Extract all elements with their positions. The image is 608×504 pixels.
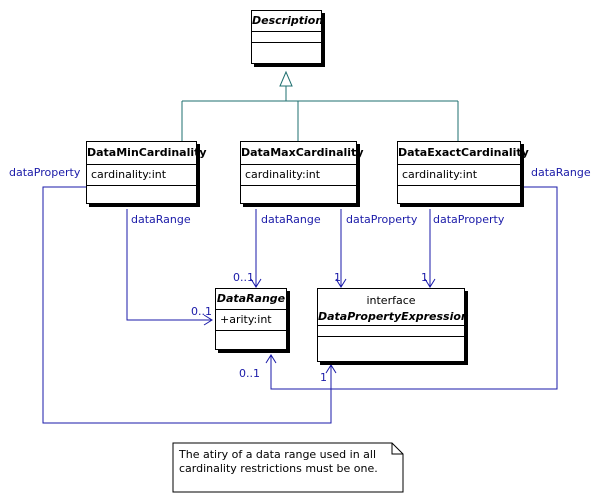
- class-dataexactcardinality[interactable]: DataExactCardinality cardinality:int: [397, 141, 529, 204]
- generalization-tree: [181, 70, 459, 141]
- multiplicity-dpe-bottom: 1: [320, 371, 327, 384]
- arrow-min-dataproperty: [325, 364, 337, 374]
- label-max-dataproperty: dataProperty: [346, 213, 418, 226]
- class-dpe-stereotype: interface: [366, 294, 416, 307]
- multiplicity-datarange-bottom: 0..1: [239, 367, 260, 380]
- assoc-min-datarange: [126, 209, 212, 321]
- class-dpe-attributes: [318, 325, 464, 336]
- class-datamincardinality-name: DataMinCardinality: [87, 146, 207, 159]
- class-description-attributes: [252, 31, 321, 42]
- note-text: The atiry of a data range used in all ca…: [179, 448, 378, 476]
- class-datamaxcardinality-operations: [241, 185, 356, 186]
- class-datamaxcardinality-attr: cardinality:int: [241, 164, 356, 185]
- multiplicity-datarange-top: 0..1: [233, 271, 254, 284]
- assoc-exact-datarange: [270, 186, 558, 390]
- class-datamaxcardinality-name: DataMaxCardinality: [241, 146, 364, 159]
- class-datamincardinality[interactable]: DataMinCardinality cardinality:int: [86, 141, 207, 204]
- class-dataexactcardinality-operations: [398, 185, 520, 186]
- arrow-max-dataproperty: [335, 278, 347, 288]
- class-dpe-header: interface DataPropertyExpression: [318, 289, 469, 325]
- multiplicity-dpe-top-left: 1: [334, 271, 341, 284]
- arrow-exact-dataproperty: [424, 278, 436, 288]
- label-exact-datarange: dataRange: [531, 166, 591, 179]
- class-datapropertyexpression[interactable]: interface DataPropertyExpression: [317, 288, 469, 362]
- label-exact-dataproperty: dataProperty: [433, 213, 505, 226]
- class-datarange-operations: [216, 330, 286, 331]
- class-dataexactcardinality-name: DataExactCardinality: [398, 146, 529, 159]
- class-datamincardinality-attr: cardinality:int: [87, 164, 196, 185]
- label-min-datarange: dataRange: [131, 213, 191, 226]
- class-datarange[interactable]: DataRange +arity:int: [215, 288, 287, 350]
- class-datarange-attr: +arity:int: [216, 309, 286, 330]
- generalization-arrowhead: [279, 70, 293, 87]
- multiplicity-dpe-top-right: 1: [421, 271, 428, 284]
- note-line-2: cardinality restrictions must be one.: [179, 462, 378, 475]
- note-shape: [172, 442, 404, 493]
- arrow-exact-datarange: [265, 354, 277, 364]
- class-dpe-name: DataPropertyExpression: [318, 310, 469, 323]
- arrow-min-datarange: [203, 314, 213, 326]
- class-description-operations: [252, 42, 321, 43]
- class-datarange-name: DataRange: [216, 292, 286, 305]
- arrow-max-datarange: [250, 278, 262, 288]
- note-line-1: The atiry of a data range used in all: [179, 448, 377, 461]
- class-datamincardinality-operations: [87, 185, 196, 186]
- association-lines: [42, 186, 558, 424]
- class-dpe-operations: [318, 336, 464, 337]
- label-min-dataproperty: dataProperty: [9, 166, 81, 179]
- class-description[interactable]: Description: [251, 10, 324, 64]
- class-datamaxcardinality[interactable]: DataMaxCardinality cardinality:int: [240, 141, 364, 204]
- label-max-datarange: dataRange: [261, 213, 321, 226]
- class-dataexactcardinality-attr: cardinality:int: [398, 164, 520, 185]
- multiplicity-datarange-left: 0..1: [191, 305, 212, 318]
- assoc-min-dataproperty: [42, 186, 332, 424]
- class-description-name: Description: [252, 14, 324, 27]
